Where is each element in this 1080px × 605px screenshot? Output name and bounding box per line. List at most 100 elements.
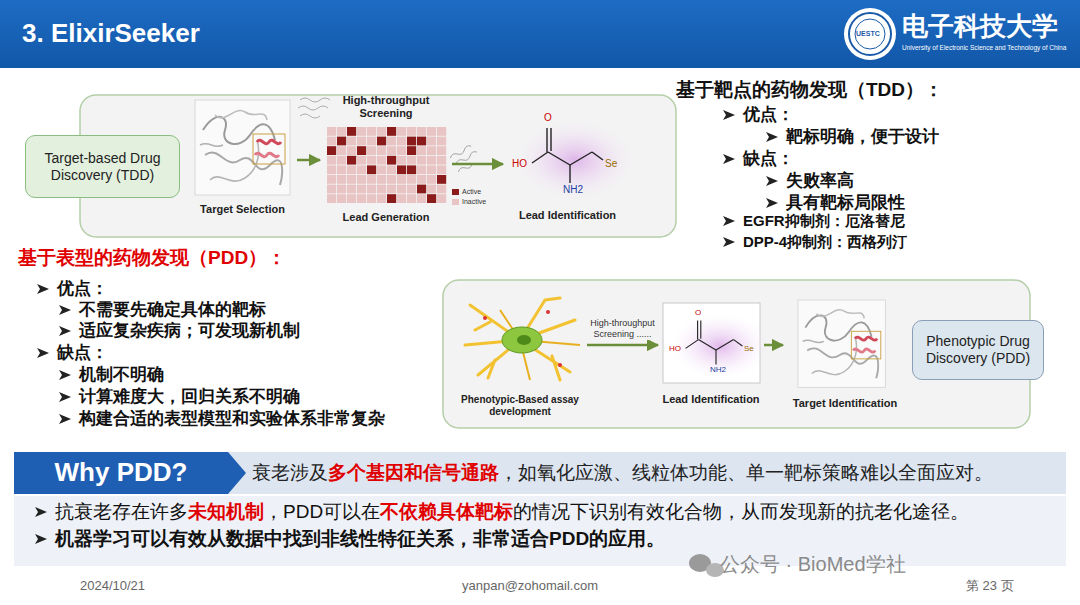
flow-arrow [764,344,783,347]
grid-cell [407,194,416,203]
node-text: 多个基因和信号通路 [328,462,499,485]
grid-cell [427,156,436,165]
node-text: Lead Identification [519,209,616,222]
bullet-arrow [34,533,48,545]
bullet-arrow [58,369,72,381]
grid-cell [407,146,416,155]
grid-cell [437,194,446,203]
label-text: 优点： [743,104,794,125]
label-text: Se [605,158,617,171]
node-text: Phenotypic Drug Discovery (PDD) [921,333,1035,367]
grid-cell [417,127,426,136]
grid-cell [417,175,426,184]
grid-cell [397,175,406,184]
edge-label: High-throughput Screening ...... [589,318,656,340]
grid-cell [427,175,436,184]
node-text: Why PDD? [55,457,188,488]
bullet-shape [723,154,735,164]
grid-cell [437,127,446,136]
grid-cell [337,194,346,203]
grid-cell [347,185,356,194]
label-text: DPP-4抑制剂：西格列汀 [743,233,907,252]
grid-cell [417,146,426,155]
grid-cell [417,137,426,146]
label-text: yanpan@zohomail.com [462,578,598,594]
grid-cell [437,185,446,194]
grid-cell [387,175,396,184]
text-line: 第 23 页 [966,578,1014,594]
node-text: High-throughput Screening [322,94,450,120]
grid-cell [427,185,436,194]
slide-title: 3. ElixirSeeker [22,18,200,49]
text-line: NH2 [710,365,726,375]
grid-cell [337,165,346,174]
bullet-arrow [58,325,72,337]
label-text: 电子科技大学 [902,10,1058,43]
text-line: NH2 [563,184,583,197]
grid-cell [387,165,396,174]
grid-cell [347,194,356,203]
bullet-shape [766,176,778,186]
label-text: 适应复杂疾病；可发现新机制 [79,320,300,341]
grid-cell [437,175,446,184]
node-text: Lead Generation [343,211,430,224]
node-text: Target-based Drug Discovery (TDD) [34,150,171,184]
text-line: 抗衰老存在许多未知机制，PDD可以在不依赖具体靶标的情况下识别有效化合物，从而发… [34,500,969,524]
label-text: Se [744,344,754,354]
text-line: O [544,112,552,125]
grid-cell [427,194,436,203]
grid-cell [367,194,376,203]
stage-figure: Target Selection [190,98,295,216]
label-text: O [695,308,701,318]
grid-cell [397,137,406,146]
legend-text: Active [462,188,481,195]
text-line: 失败率高 [765,170,854,191]
grid-cell [347,156,356,165]
grid-cell [327,194,336,203]
label-text: 机器学习可以有效从数据中找到非线性特征关系，非常适合PDD的应用。 [55,527,665,551]
bullet-arrow [36,347,50,359]
grid-cell [347,127,356,136]
stage-figure: Target Identification [785,298,905,410]
grid-cell [367,127,376,136]
label-text: NH2 [710,365,726,375]
grid-cell [387,156,396,165]
label-text: HO [669,344,681,354]
grid-cell [397,185,406,194]
grid-cell [377,165,386,174]
grid-cell [407,185,416,194]
label-text: 失败率高 [786,170,854,191]
heading-box: Why PDD? [14,452,228,494]
grid-cell [367,185,376,194]
grid-cell [407,175,416,184]
label-text: 的情况下识别有效化合物，从而发现新的抗老化途径。 [513,500,969,524]
grid-cell [327,137,336,146]
text-line: O [695,308,701,318]
grid-cell [357,146,366,155]
grid-cell [437,146,446,155]
grid-cell [367,175,376,184]
grid-cell [327,165,336,174]
grid-cell [357,185,366,194]
grid-cell [417,165,426,174]
flow-arrow [297,159,320,162]
grid-cell [327,175,336,184]
label-text: HO [512,158,527,171]
label-text: O [544,112,552,125]
text-line: 优点： [36,278,108,299]
stage-figure: High-throughput ScreeningLead Generation [322,94,450,224]
text-line: 不需要先确定具体的靶标 [58,299,266,320]
bullet-shape [35,507,47,517]
label-text: University of Electronic Science and Tec… [902,44,1066,52]
label-text: 未知机制 [188,500,264,524]
grid-cell [377,175,386,184]
grid-cell [327,146,336,155]
grid-cell [427,165,436,174]
grid-cell [347,146,356,155]
bullet-arrow [765,175,779,187]
grid-cell [387,194,396,203]
process-box: Phenotypic Drug Discovery (PDD) [912,320,1044,380]
label-text: 缺点： [57,342,108,363]
grid-cell [367,165,376,174]
grid-cell [427,146,436,155]
